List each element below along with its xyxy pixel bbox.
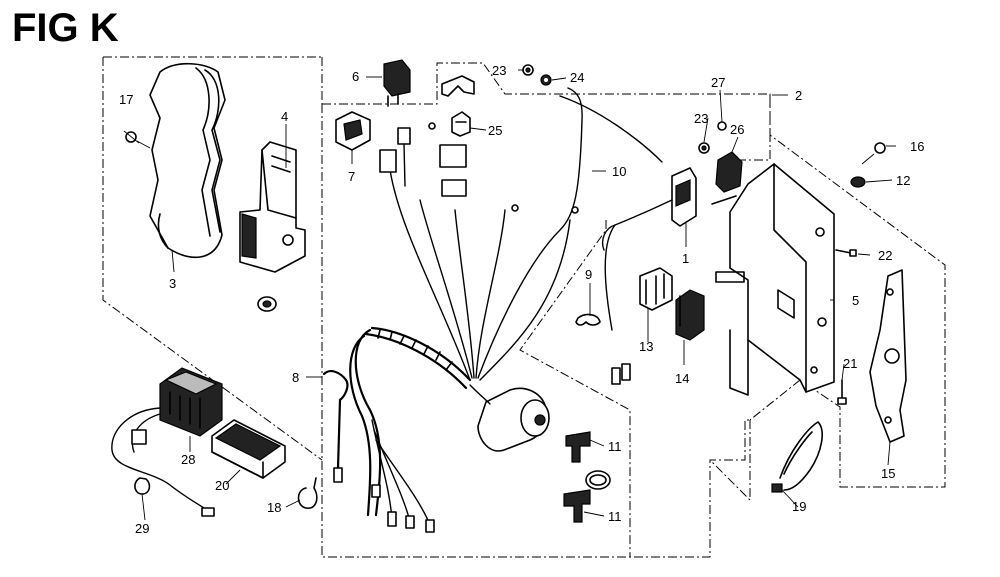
callout-17: 17	[119, 92, 133, 107]
callout-29: 29	[135, 521, 149, 536]
callout-23: 23	[492, 63, 506, 78]
part-25-fuse	[451, 111, 471, 137]
part-21-bolt	[837, 379, 847, 405]
callout-6: 6	[352, 69, 359, 84]
callout-1: 1	[682, 251, 689, 266]
callout-7: 7	[348, 169, 355, 184]
callout-28: 28	[181, 452, 195, 467]
part-12-clip	[850, 176, 866, 188]
callout-10: 10	[612, 164, 626, 179]
part-10-wire	[559, 95, 663, 331]
callout-12: 12	[896, 173, 910, 188]
part-13-terminal	[639, 267, 673, 311]
part-20-pad	[211, 419, 286, 479]
part-3-cover	[149, 62, 226, 259]
part-19-strap	[771, 421, 823, 493]
part-16-screw	[861, 142, 886, 165]
right-group-outline-lower	[709, 420, 751, 502]
part-17-screw	[123, 130, 151, 149]
part-11-terminal-lower	[563, 489, 591, 523]
part-4-bracket	[239, 141, 306, 273]
part-22-screw	[835, 249, 857, 257]
callout-26: 26	[730, 122, 744, 137]
callout-16: 16	[910, 139, 924, 154]
callout-27: 27	[711, 75, 725, 90]
callout-21: 21	[843, 356, 857, 371]
part-15-plate	[869, 269, 907, 443]
part-7-holder	[335, 111, 371, 151]
callout-5: 5	[852, 293, 859, 308]
callout-11-lower: 11	[608, 509, 622, 524]
part-8-cable	[322, 370, 349, 483]
callout-19: 19	[792, 499, 806, 514]
part-9-clip	[575, 313, 601, 326]
left-group-outline	[102, 56, 323, 461]
callout-13: 13	[639, 339, 653, 354]
callout-20: 20	[215, 478, 229, 493]
part-29-clip	[134, 477, 151, 495]
fuse-cap	[441, 75, 475, 97]
part-24-washer	[540, 74, 552, 86]
callout-11-upper: 11	[608, 439, 622, 454]
callout-4: 4	[281, 109, 288, 124]
part-1-switch	[601, 167, 697, 385]
o-ring	[585, 470, 611, 490]
callout-8: 8	[292, 370, 299, 385]
callout-3: 3	[169, 276, 176, 291]
callout-24: 24	[570, 70, 584, 85]
part-6-relay	[383, 59, 411, 107]
part-23-nut-right	[698, 142, 710, 154]
callout-23-right: 23	[694, 111, 708, 126]
callout-9: 9	[585, 267, 592, 282]
callout-labels: 1 2 3 4 5 6 7 8 9 10 11 11 12 13 14 15 1…	[119, 63, 924, 536]
part-23-nut	[522, 64, 534, 76]
figure-title: FIG K	[12, 6, 119, 50]
wire-harness	[349, 87, 583, 533]
callout-2: 2	[795, 88, 802, 103]
right-group-outline	[749, 94, 946, 488]
part-11-terminal-upper	[565, 431, 591, 463]
callout-15: 15	[881, 466, 895, 481]
part-27-nut	[717, 121, 727, 131]
part-5-control-panel	[715, 163, 835, 396]
callout-22: 22	[878, 248, 892, 263]
grommet	[257, 296, 277, 312]
leader-lines	[141, 69, 896, 521]
part-26-switch	[711, 151, 743, 205]
callout-18: 18	[267, 500, 281, 515]
part-14-block	[675, 289, 705, 341]
part-18-clamp	[297, 477, 318, 509]
callout-25: 25	[488, 123, 502, 138]
callout-14: 14	[675, 371, 689, 386]
part-28-regulator	[111, 367, 223, 517]
